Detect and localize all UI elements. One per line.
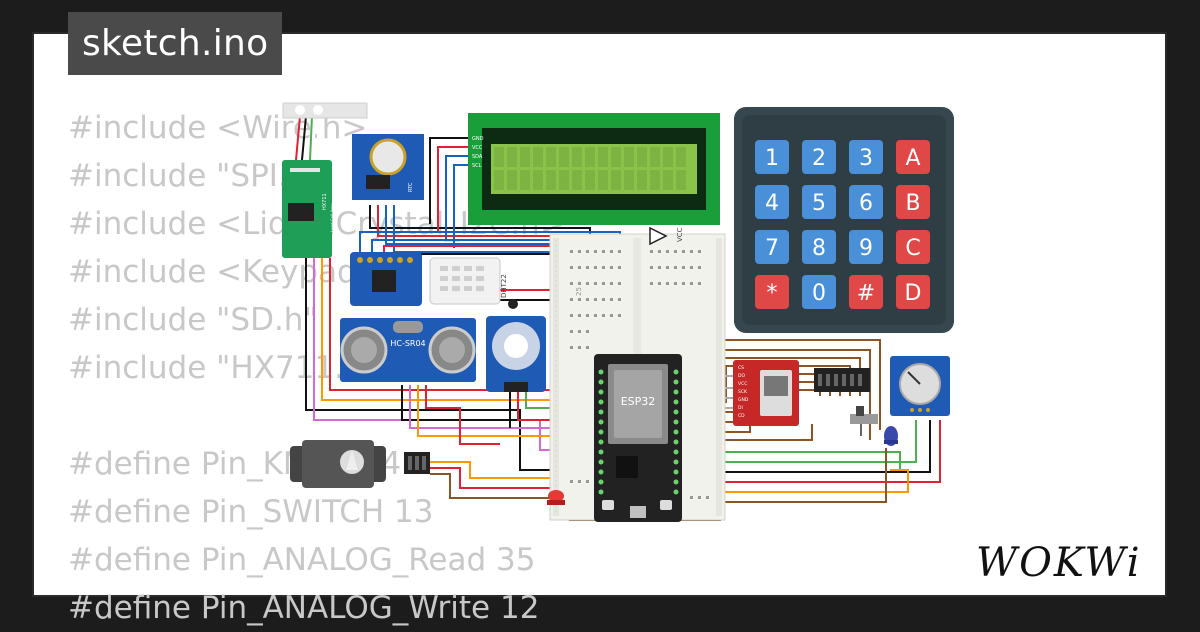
keypad-key-label: * xyxy=(767,281,778,306)
lcd-pin-sda: SDA xyxy=(472,154,483,160)
keypad-key-face[interactable] xyxy=(755,230,789,264)
keypad-key[interactable]: 9 xyxy=(849,230,883,264)
keypad-key-label: 3 xyxy=(859,146,873,171)
keypad-key[interactable]: 7 xyxy=(755,230,789,264)
code-line: #define Pin_SWITCH 13 xyxy=(68,494,434,530)
keypad-key[interactable]: 3 xyxy=(849,140,883,174)
dht22-label: DHT22 xyxy=(500,274,508,298)
keypad-key-face[interactable] xyxy=(755,140,789,174)
keypad-key-face[interactable] xyxy=(802,185,836,219)
hx711-sublabel: Load Cell Amp xyxy=(330,203,335,232)
keypad-key[interactable]: B xyxy=(896,185,930,219)
lcd-pin-scl: SCL xyxy=(472,163,482,169)
joystick-module xyxy=(486,316,546,392)
keypad-key-face[interactable] xyxy=(849,140,883,174)
blue-led xyxy=(884,426,898,446)
keypad-key-label: 0 xyxy=(812,281,826,306)
load-cell xyxy=(282,102,368,119)
ultrasonic-sensor: HC-SR04 xyxy=(340,318,476,382)
keypad-key[interactable]: 2 xyxy=(802,140,836,174)
keypad-key-label: A xyxy=(905,146,920,171)
keypad-key-face[interactable] xyxy=(755,275,789,309)
dht22-sensor: DHT22 xyxy=(429,257,518,309)
pin-header xyxy=(814,368,870,392)
keypad-key[interactable]: C xyxy=(896,230,930,264)
esp32-board[interactable]: ESP32 xyxy=(594,354,682,522)
keypad-key-face[interactable] xyxy=(896,275,930,309)
sd-pin-cs: CS xyxy=(738,365,744,371)
potentiometer[interactable] xyxy=(890,356,950,416)
gyro-module xyxy=(350,252,422,306)
sd-pin-di: DI xyxy=(738,405,743,411)
keypad-key-face[interactable] xyxy=(849,230,883,264)
keypad-key-label: 2 xyxy=(812,146,826,171)
code-line: #include "SD.h" xyxy=(68,302,318,338)
keypad-key[interactable]: 6 xyxy=(849,185,883,219)
lcd-display: GND VCC SDA SCL xyxy=(468,113,720,225)
rtc-label: RTC xyxy=(408,182,414,192)
vcc-symbol: VCC xyxy=(649,226,684,246)
keypad-key-label: 6 xyxy=(859,191,873,216)
sd-pin-vcc: VCC xyxy=(738,381,747,387)
ultrasonic-label: HC-SR04 xyxy=(390,339,425,348)
keypad-key-face[interactable] xyxy=(755,185,789,219)
sd-pin-sck: SCK xyxy=(738,389,748,395)
keypad-key[interactable]: # xyxy=(849,275,883,309)
keypad-key[interactable]: 8 xyxy=(802,230,836,264)
keypad-key-face[interactable] xyxy=(849,185,883,219)
keypad-key-label: 1 xyxy=(765,146,779,171)
keypad-key[interactable]: * xyxy=(755,275,789,309)
servo-motor xyxy=(290,440,430,488)
keypad-key-face[interactable] xyxy=(896,140,930,174)
code-line: #define Pin_ANALOG_Write 12 xyxy=(68,590,540,626)
code-line: #include <Wire.h> xyxy=(68,110,368,146)
keypad-key[interactable]: 0 xyxy=(802,275,836,309)
wokwi-logo-text: WOKWi xyxy=(976,540,1142,586)
keypad-keys[interactable]: 1 2 3 A 4 5 6 B 7 8 9 C * 0 # D xyxy=(755,140,930,309)
rtc-module: RTC xyxy=(352,134,424,200)
keypad-key-label: 5 xyxy=(812,191,826,216)
code-line: #define Pin_ANALOG_Read 35 xyxy=(68,542,536,578)
keypad-key-label: 8 xyxy=(812,236,826,261)
sd-pin-do: DO xyxy=(738,373,745,379)
esp32-label: ESP32 xyxy=(621,395,656,408)
keypad-key[interactable]: 1 xyxy=(755,140,789,174)
keypad-key-face[interactable] xyxy=(849,275,883,309)
sd-pin-gnd: GND xyxy=(738,397,749,403)
keypad-key-face[interactable] xyxy=(802,140,836,174)
keypad-key-label: D xyxy=(905,281,922,306)
lcd-pin-gnd: GND xyxy=(472,136,484,142)
sketch-file-tab[interactable]: sketch.ino xyxy=(68,12,283,75)
keypad-key[interactable]: 4 xyxy=(755,185,789,219)
keypad-key-label: 9 xyxy=(859,236,873,261)
keypad-key[interactable]: A xyxy=(896,140,930,174)
keypad-key-face[interactable] xyxy=(896,230,930,264)
keypad-key-label: C xyxy=(905,236,920,261)
sd-card-module: CS DO VCC SCK GND DI CD xyxy=(733,360,799,426)
vcc-label: VCC xyxy=(676,227,684,242)
keypad-key-face[interactable] xyxy=(896,185,930,219)
keypad-key[interactable]: 5 xyxy=(802,185,836,219)
sd-pin-cd: CD xyxy=(738,413,745,419)
keypad-key-label: B xyxy=(905,191,920,216)
keypad-key-label: 4 xyxy=(765,191,779,216)
keypad-key-face[interactable] xyxy=(802,230,836,264)
slide-switch[interactable] xyxy=(850,406,878,436)
breadboard-column-label: 25 xyxy=(575,287,583,296)
red-led xyxy=(547,490,565,505)
keypad-key-label: # xyxy=(857,281,875,306)
keypad-key-label: 7 xyxy=(765,236,779,261)
keypad-key[interactable]: D xyxy=(896,275,930,309)
keypad-key-face[interactable] xyxy=(802,275,836,309)
hx711-module: HX711 Load Cell Amp xyxy=(282,160,335,258)
lcd-pin-vcc: VCC xyxy=(472,145,483,151)
hx711-label: HX711 xyxy=(322,193,328,210)
wokwi-logo: WOKWi xyxy=(976,540,1142,586)
